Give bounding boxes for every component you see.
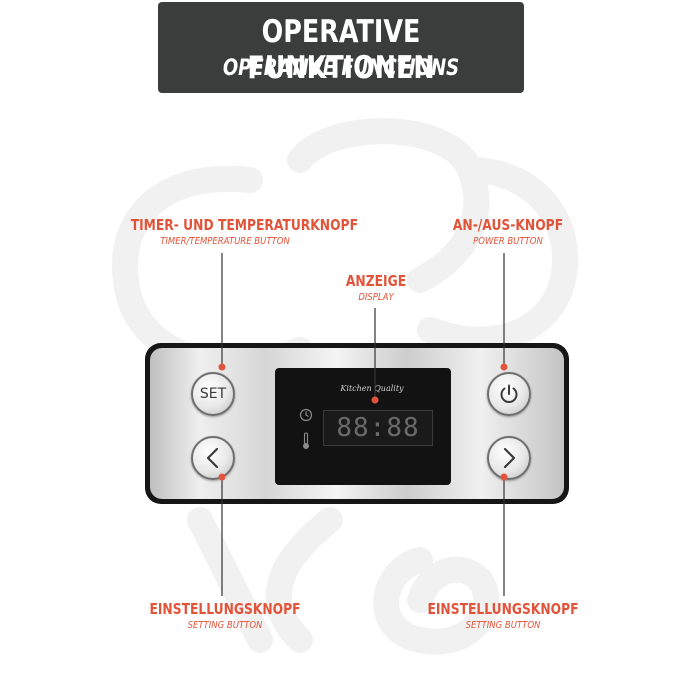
title-english: OPERATIVE FUNCTIONS: [222, 56, 460, 81]
label-setting-left-en: SETTING BUTTON: [187, 620, 263, 631]
setting-left-button[interactable]: [191, 436, 235, 480]
label-timer-temperature: TIMER- UND TEMPERATURKNOPF TIMER/TEMPERA…: [110, 216, 358, 247]
label-setting-right-en: SETTING BUTTON: [465, 620, 541, 631]
setting-right-button[interactable]: [487, 436, 531, 480]
power-button[interactable]: [487, 372, 531, 416]
clock-icon: [299, 408, 313, 422]
label-power: AN-/AUS-KNOPF POWER BUTTON: [418, 216, 598, 247]
thermometer-icon: [303, 432, 309, 449]
label-timer-de: TIMER- UND TEMPERATURKNOPF: [130, 216, 358, 234]
label-power-de: AN-/AUS-KNOPF: [452, 216, 564, 234]
label-timer-en: TIMER/TEMPERATURE BUTTON: [160, 236, 290, 247]
set-button-label: SET: [199, 386, 227, 402]
control-panel: SET Kitchen Quality 88:88: [145, 343, 569, 504]
panel-face: SET Kitchen Quality 88:88: [150, 348, 564, 499]
digit-display: 88:88: [323, 410, 433, 446]
chevron-left-icon: [206, 447, 219, 469]
set-button[interactable]: SET: [191, 372, 235, 416]
label-display: ANZEIGE DISPLAY: [316, 272, 436, 303]
label-display-en: DISPLAY: [358, 292, 394, 303]
label-setting-right-de: EINSTELLUNGSKNOPF: [427, 600, 579, 618]
label-power-en: POWER BUTTON: [473, 236, 543, 247]
label-setting-left-de: EINSTELLUNGSKNOPF: [149, 600, 301, 618]
title-german: OPERATIVE FUNKTIONEN: [247, 14, 435, 86]
title-banner: OPERATIVE FUNKTIONEN OPERATIVE FUNCTIONS: [158, 2, 524, 93]
power-icon: [500, 384, 518, 403]
label-setting-right: EINSTELLUNGSKNOPF SETTING BUTTON: [408, 600, 598, 631]
display-screen: Kitchen Quality 88:88: [275, 368, 451, 485]
label-display-de: ANZEIGE: [345, 272, 407, 290]
chevron-right-icon: [503, 447, 516, 469]
label-setting-left: EINSTELLUNGSKNOPF SETTING BUTTON: [130, 600, 320, 631]
brand-logo: Kitchen Quality: [340, 384, 404, 393]
